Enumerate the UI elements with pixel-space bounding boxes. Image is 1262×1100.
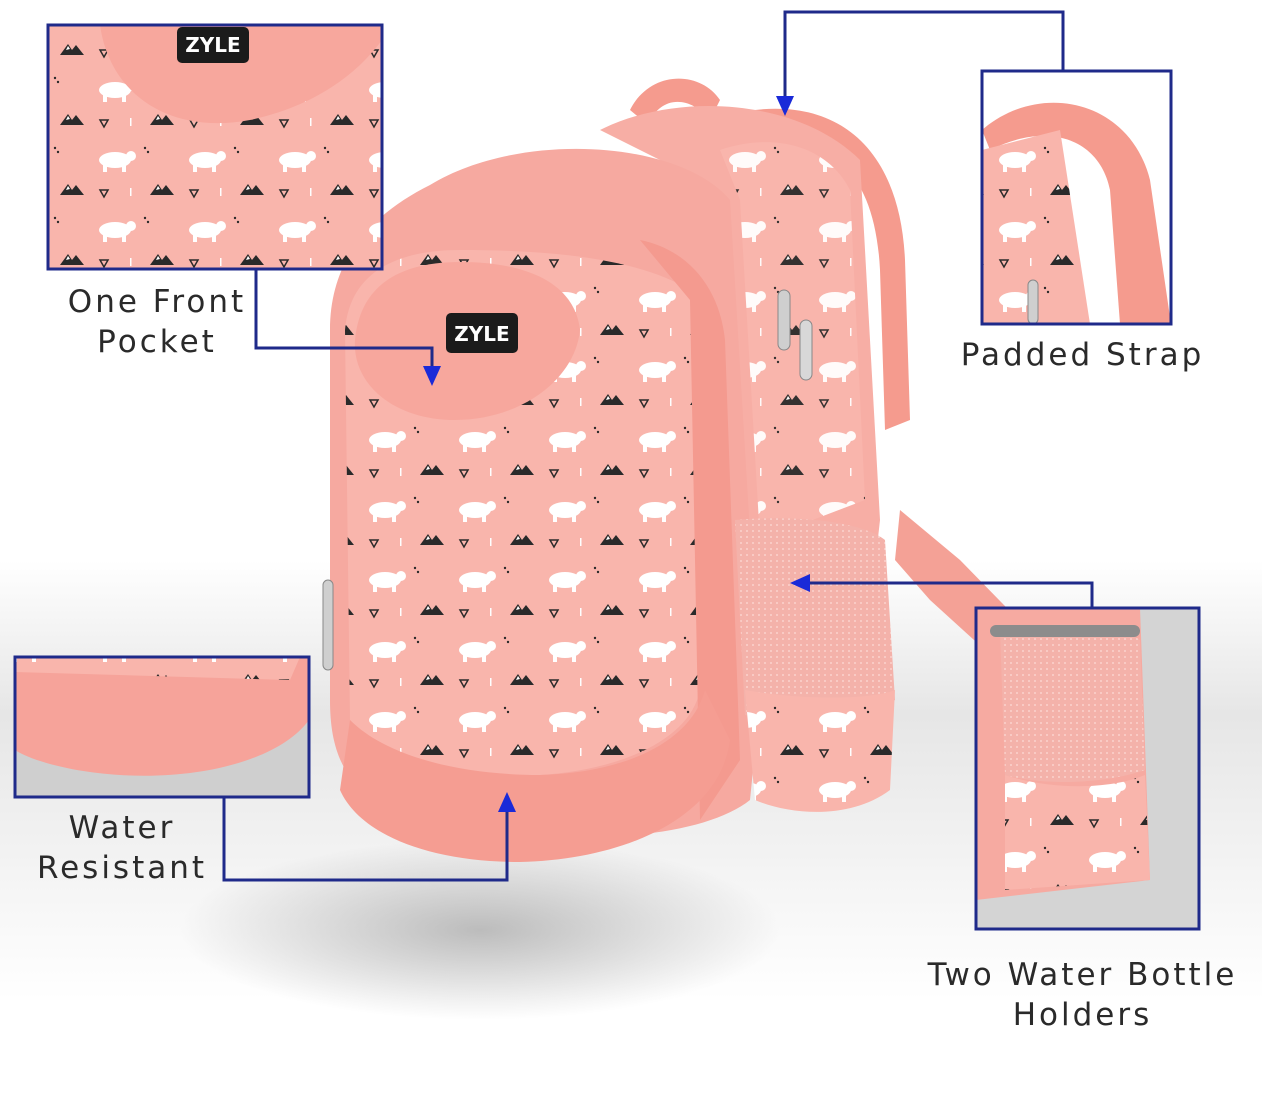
- closeup-logo-text: ZYLE: [185, 33, 240, 57]
- side-pocket-print: [745, 690, 895, 812]
- padded-strap-box: [980, 69, 1173, 326]
- front-pocket-closeup: ZYLE: [46, 23, 384, 271]
- water-resistant-connector: [222, 797, 509, 882]
- front-pocket-connector: [254, 269, 434, 372]
- padded-strap-connector: [783, 10, 1065, 100]
- brand-logo-text: ZYLE: [454, 322, 509, 346]
- front-pocket-label-line: One Front: [67, 284, 247, 320]
- padded-strap-label-line: Padded Strap: [960, 337, 1205, 373]
- front-pocket-label-line: Pocket: [97, 324, 217, 360]
- bottle-holder-closeup: [974, 606, 1201, 931]
- water-resistant-label: Water Resistant: [22, 808, 222, 888]
- arrow-left-icon: [790, 574, 810, 592]
- arrow-down-icon: [776, 96, 794, 116]
- zipper-pull-top[interactable]: [777, 289, 791, 351]
- bag-shadow: [180, 840, 780, 1020]
- side-band: [640, 240, 740, 820]
- back-panel-print: [720, 142, 865, 540]
- front-pocket-box: [46, 23, 384, 271]
- water-resistant-closeup: [13, 655, 311, 799]
- front-pocket-label: One Front Pocket: [52, 282, 262, 362]
- zipper-pull-top-2[interactable]: [799, 319, 813, 381]
- bottle-holders-label-line: Two Water Bottle: [927, 957, 1238, 993]
- bottle-holders-label-line: Holders: [1012, 997, 1153, 1033]
- padded-strap-label: Padded Strap: [950, 335, 1215, 375]
- bottom-base: [340, 690, 730, 862]
- backpack: ZYLE: [322, 78, 1165, 862]
- arrow-down-icon: [423, 366, 441, 386]
- bottle-holder-box: [974, 606, 1201, 931]
- arrow-up-icon: [498, 792, 516, 812]
- water-resistant-label-line: Resistant: [36, 850, 208, 886]
- rear-shoulder-strap: [755, 108, 910, 430]
- bottle-holders-label: Two Water Bottle Holders: [915, 955, 1250, 1035]
- bottle-holder-connector: [808, 581, 1094, 608]
- brand-logo-badge: ZYLE: [446, 313, 518, 353]
- zipper-pull-left[interactable]: [322, 579, 334, 671]
- water-resistant-label-line: Water: [68, 810, 176, 846]
- padded-strap-closeup: [980, 69, 1173, 326]
- water-resistant-box: [13, 655, 311, 799]
- side-mesh-pocket: [735, 518, 895, 720]
